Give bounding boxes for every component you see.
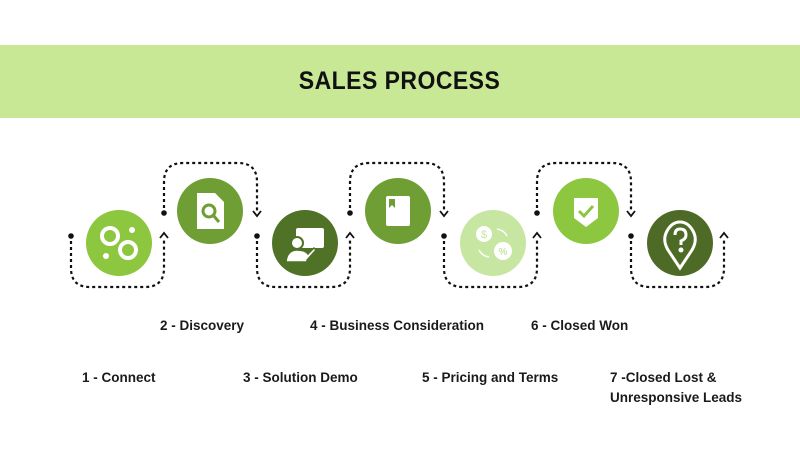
- arrow-up-icon: [159, 231, 169, 239]
- step-7-circle: [647, 210, 713, 276]
- connector-dot: [534, 210, 540, 216]
- arrow-down-icon: [439, 210, 449, 218]
- connector-dot: [68, 233, 74, 239]
- svg-text:$: $: [481, 229, 487, 241]
- step-2-circle: [177, 178, 243, 244]
- document-search-icon: [197, 193, 224, 229]
- dotted-connector: [348, 161, 446, 212]
- step-2-label: 2 - Discovery: [160, 318, 245, 333]
- dollar-percent-exchange-icon: $ %: [476, 226, 512, 260]
- book-icon: [386, 196, 410, 226]
- step-4-circle: [365, 178, 431, 244]
- arrow-up-icon: [345, 231, 355, 239]
- connector-dot: [347, 210, 353, 216]
- step-7-label: 7 -Closed Lost &: [610, 370, 717, 385]
- dotted-connector: [255, 238, 352, 289]
- dotted-connector: [162, 161, 259, 212]
- step-3-circle: [272, 210, 338, 276]
- dotted-connector: [442, 238, 539, 289]
- step-6-circle: [553, 178, 619, 244]
- step-6-label: 6 - Closed Won: [531, 318, 629, 333]
- step-4-label: 4 - Business Consideration: [310, 318, 485, 333]
- connector-dot: [254, 233, 260, 239]
- arrow-up-icon: [532, 231, 542, 239]
- people-network-icon: [100, 226, 138, 260]
- location-question-icon: [663, 220, 697, 271]
- presentation-icon: [285, 228, 324, 263]
- step-1-circle: [86, 210, 152, 276]
- connector-dot: [161, 210, 167, 216]
- connector-dot: [441, 233, 447, 239]
- step-1-label: 1 - Connect: [82, 370, 156, 385]
- step-5-circle: $ %: [460, 210, 526, 276]
- dotted-connector: [535, 161, 633, 212]
- arrow-down-icon: [252, 210, 262, 218]
- dotted-connector: [629, 238, 726, 289]
- arrow-down-icon: [626, 210, 636, 218]
- connectors: [68, 161, 729, 289]
- connector-dot: [628, 233, 634, 239]
- shield-check-icon: [574, 198, 598, 227]
- page-title: SALES PROCESS: [299, 67, 501, 95]
- header-band: SALES PROCESS: [0, 45, 800, 118]
- step-7-label-line2: Unresponsive Leads: [610, 390, 743, 405]
- svg-text:%: %: [499, 247, 508, 258]
- arrow-up-icon: [719, 231, 729, 239]
- dotted-connector: [69, 238, 166, 289]
- step-5-label: 5 - Pricing and Terms: [422, 370, 559, 385]
- step-3-label: 3 - Solution Demo: [243, 370, 358, 385]
